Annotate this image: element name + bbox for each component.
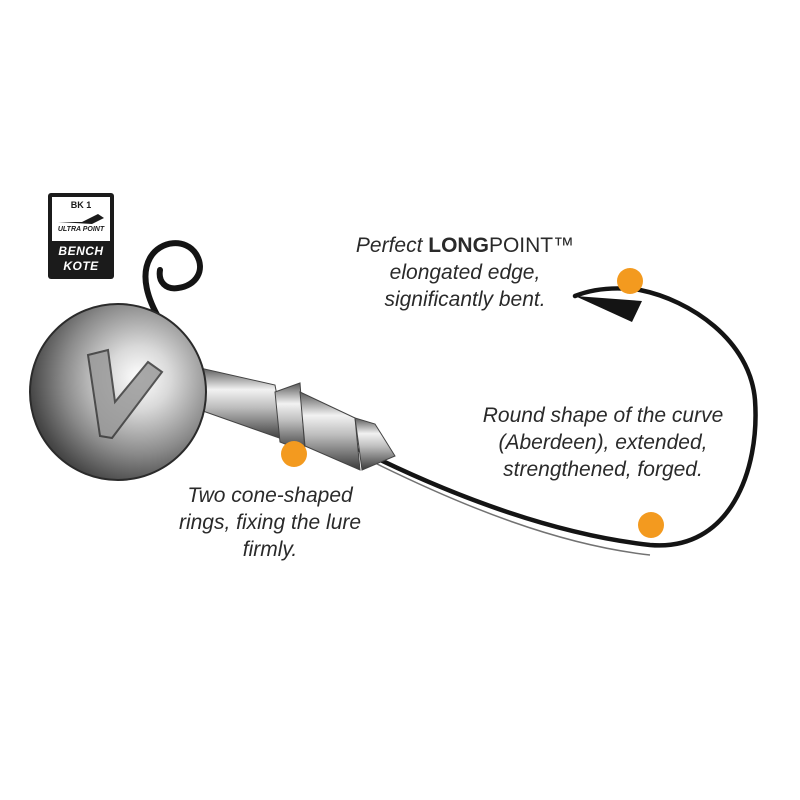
badge-line-1: BENCH <box>58 244 104 258</box>
collar-shaft <box>199 367 286 441</box>
longpoint-marker <box>617 268 643 294</box>
rings-line-1: Two cone-shaped <box>187 484 353 507</box>
badge-subtitle: ULTRA POINT <box>57 226 105 233</box>
badge-line-2: KOTE <box>63 259 99 273</box>
curve-line-1: Round shape of the curve <box>482 404 724 427</box>
hook-bend <box>357 286 758 548</box>
longpoint-line-3: significantly bent. <box>384 288 546 311</box>
cone-ring-2 <box>354 417 396 471</box>
hook-bend-inner <box>364 457 651 556</box>
hook-badge-icon <box>58 214 104 224</box>
hook-eye <box>142 240 203 323</box>
collar-shaft-2 <box>299 391 361 471</box>
curve-line-2: (Aberdeen), extended, <box>498 431 708 454</box>
longpoint-prefix: Perfect <box>355 234 429 257</box>
ultra-point-bench-kote-badge: BK 1 ULTRA POINT BENCH KOTE <box>48 193 114 279</box>
rings-line-3: firmly. <box>242 538 298 561</box>
curve-caption: Round shape of the curve (Aberdeen), ext… <box>478 402 728 483</box>
ball-head <box>29 303 207 481</box>
badge-logo-panel: BK 1 ULTRA POINT <box>52 197 110 241</box>
longpoint-caption: Perfect LONGPOINT™ elongated edge, signi… <box>330 232 600 313</box>
v-logo-icon <box>86 348 164 440</box>
curve-line-3: strengthened, forged. <box>503 458 703 481</box>
hook-point <box>575 296 642 322</box>
longpoint-emphasis: LONG <box>428 234 489 257</box>
longpoint-line-2: elongated edge, <box>389 261 541 284</box>
rings-line-2: rings, fixing the lure <box>178 511 362 534</box>
badge-code: BK 1 <box>70 200 92 210</box>
longpoint-suffix: POINT™ <box>488 234 575 257</box>
rings-caption: Two cone-shaped rings, fixing the lure f… <box>165 482 375 563</box>
rings-marker <box>281 441 307 467</box>
curve-marker <box>638 512 664 538</box>
